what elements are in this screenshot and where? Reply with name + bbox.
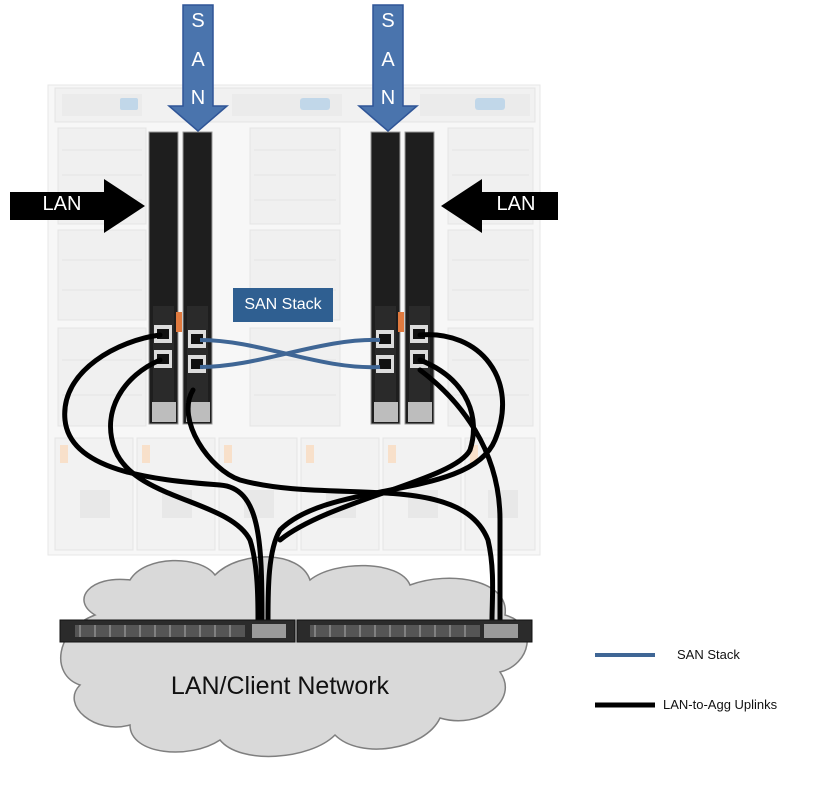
cloud-label: LAN/Client Network	[170, 672, 390, 700]
san-stack-label: SAN Stack	[233, 288, 333, 322]
uplink-cable-4	[265, 332, 506, 623]
uplink-cable-2	[108, 357, 261, 623]
san-stack-cables	[199, 337, 381, 370]
aggregation-switch-1	[59, 619, 296, 643]
lan-client-network-cloud	[60, 556, 528, 758]
uplink-cable-4b	[277, 357, 476, 543]
san-arrow-left	[166, 4, 230, 132]
san-letter: A	[191, 49, 205, 71]
san-letter: A	[381, 49, 395, 71]
lan-arrow-right-label: LAN	[496, 193, 536, 215]
lan-arrow-left-label: LAN	[42, 193, 82, 215]
uplink-cable-3	[185, 387, 496, 623]
io-module-a1	[148, 131, 179, 425]
io-module-b1	[370, 131, 401, 425]
uplink-cable-5	[417, 367, 503, 623]
lan-arrow-left	[10, 179, 145, 233]
uplink-cable-1	[62, 332, 265, 623]
san-letter: N	[380, 87, 396, 109]
lan-arrow-right	[441, 179, 558, 233]
legend-label-san-stack: SAN Stack	[677, 647, 740, 662]
san-arrow-right	[356, 4, 420, 132]
san-stack-cable-2	[199, 337, 381, 369]
legend-label-lan-to-agg-uplinks: LAN-to-Agg Uplinks	[663, 697, 778, 712]
san-letter: N	[190, 87, 206, 109]
lan-to-agg-uplinks	[62, 332, 506, 623]
san-letter: S	[381, 10, 395, 32]
aggregation-switch-2	[296, 619, 533, 643]
san-letter: S	[191, 10, 205, 32]
